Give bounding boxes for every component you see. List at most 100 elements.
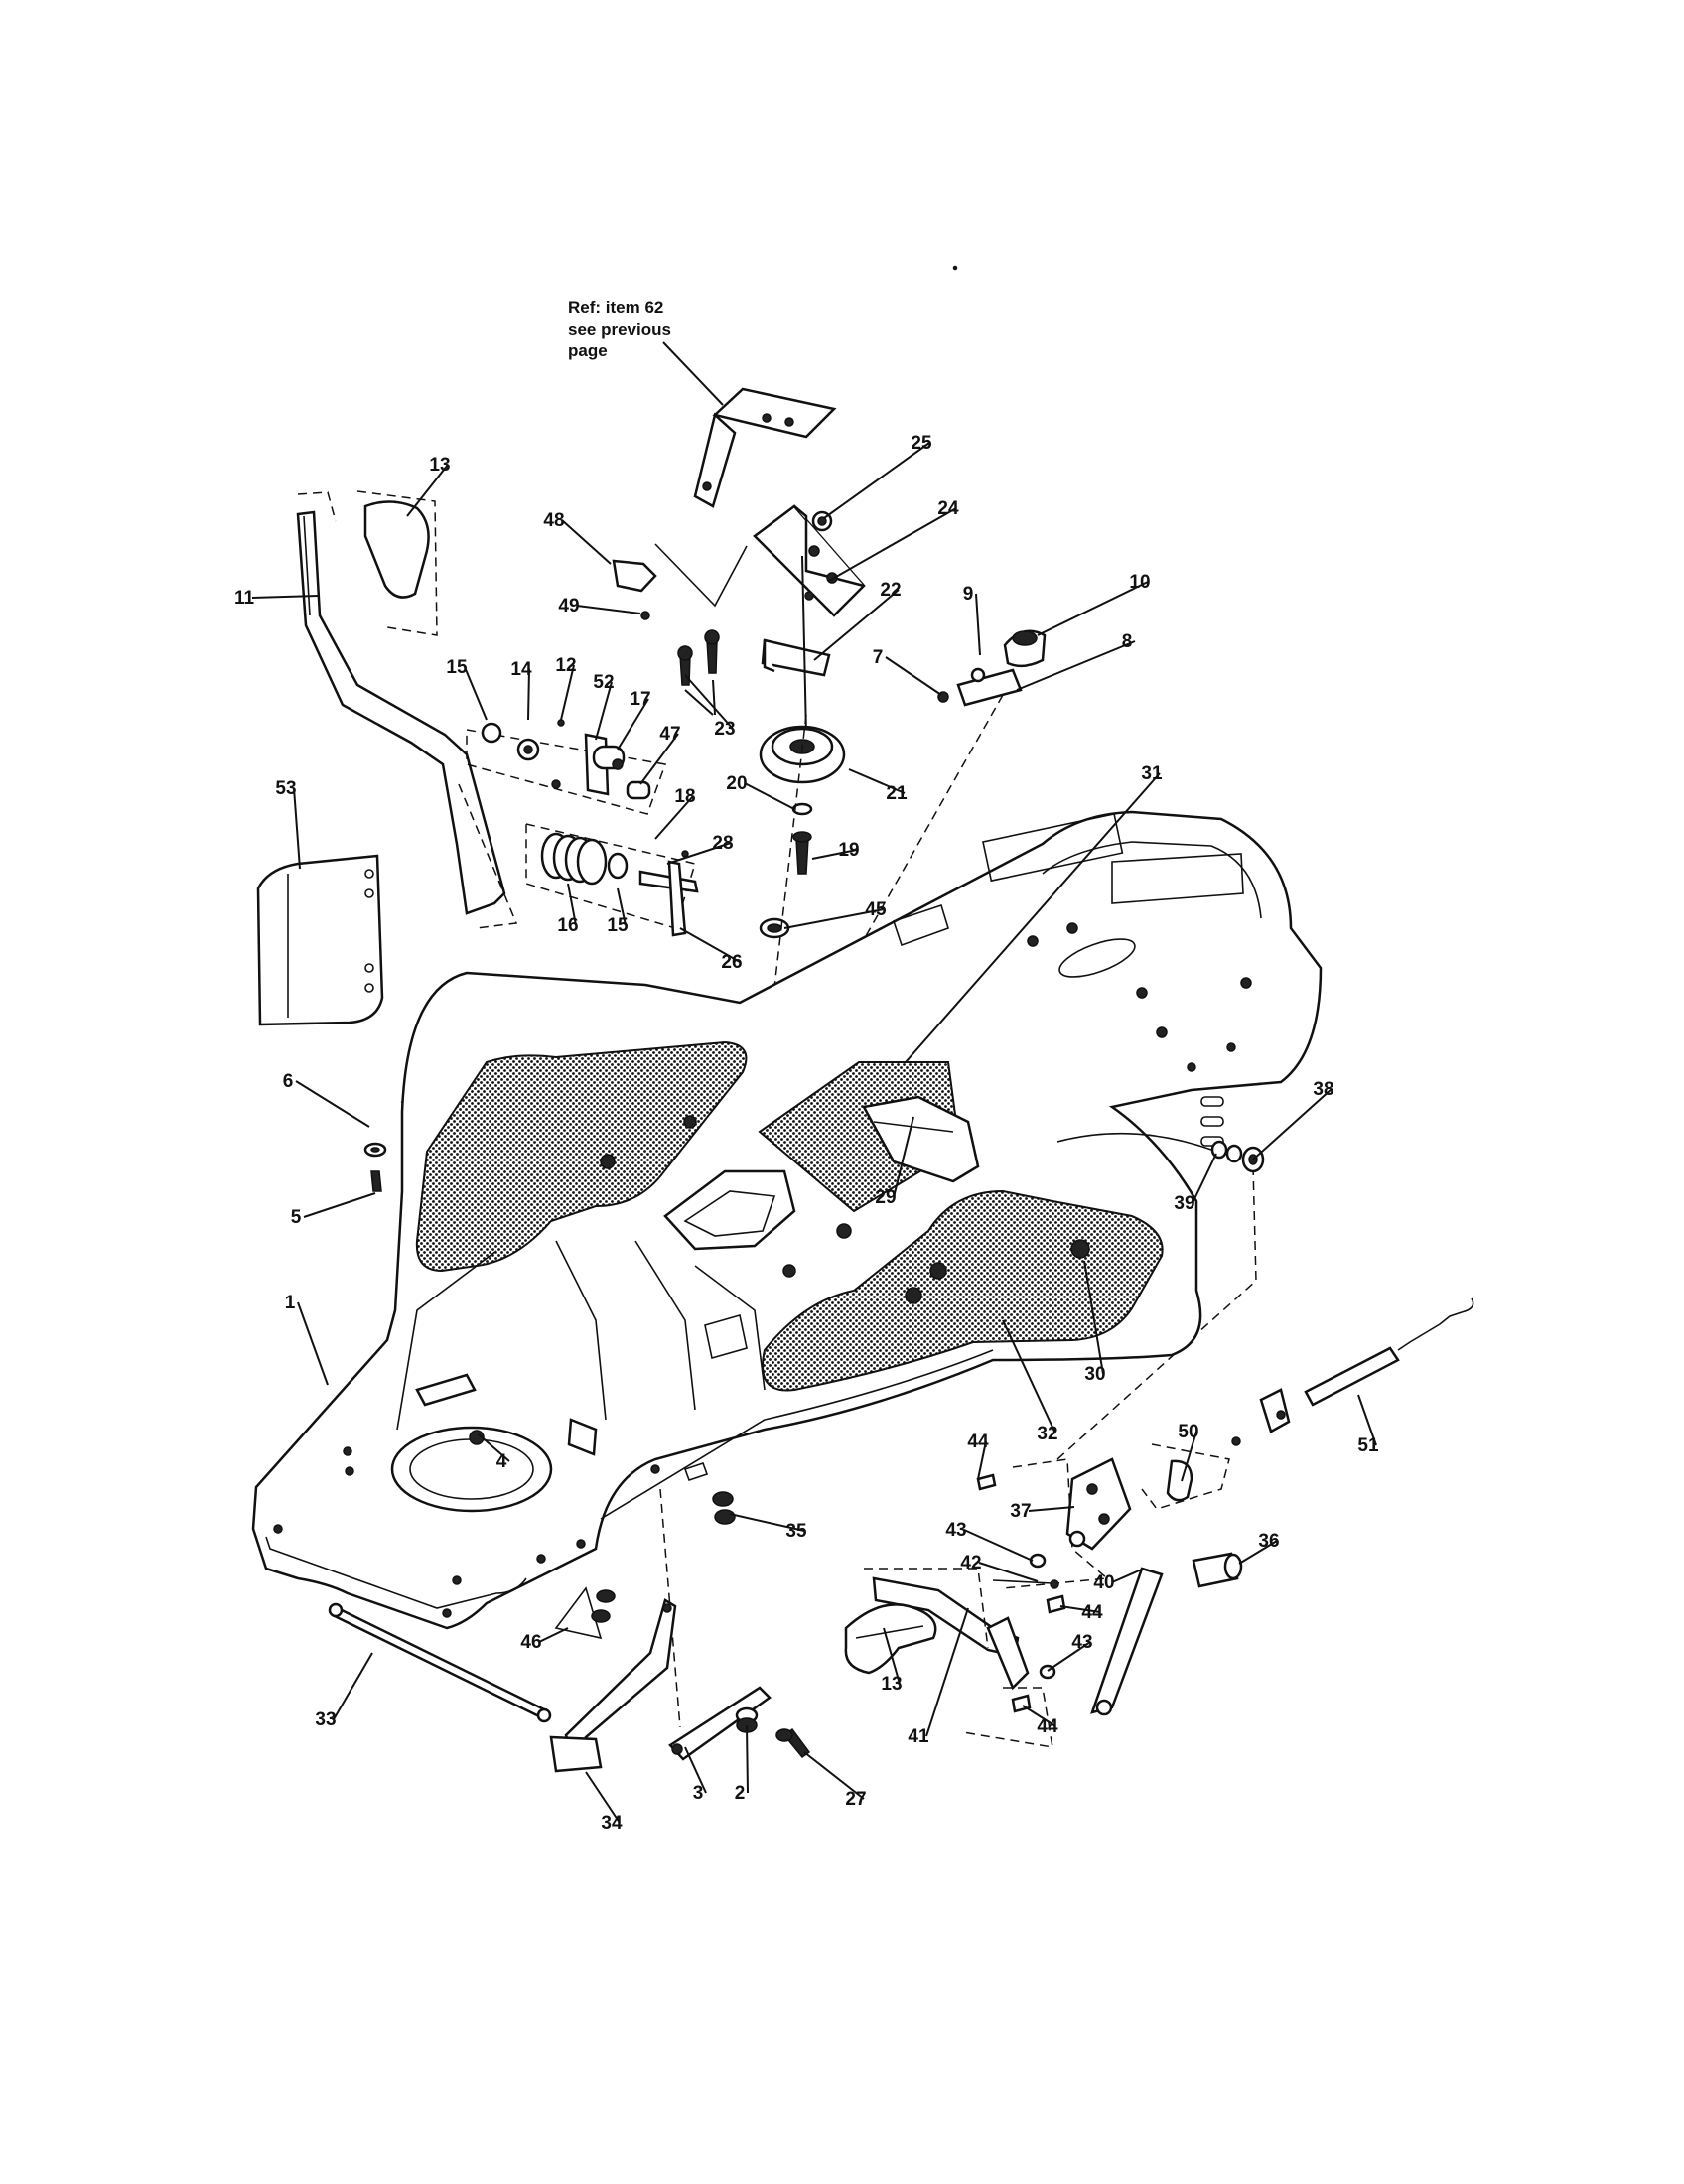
callout-number: 43 (1071, 1632, 1092, 1653)
callout-c21: 21 (848, 768, 908, 804)
callout-c23: 23 (684, 674, 736, 740)
callout-c14: 14 (510, 659, 532, 721)
callout-number: 7 (873, 647, 884, 668)
callout-number: 26 (721, 952, 742, 973)
callout-leader (803, 1751, 865, 1800)
clip-and-bolt (612, 543, 748, 620)
callout-leader (1037, 581, 1149, 636)
callout-c4: 4 (478, 1433, 510, 1472)
callout-leader (303, 1192, 376, 1218)
brake-pedal-assembly (844, 1568, 1053, 1748)
callout-number: 24 (937, 498, 959, 519)
callout-number: 21 (886, 783, 908, 804)
callout-number: 4 (496, 1451, 507, 1472)
reference-note-line3: page (568, 341, 608, 360)
callout-leader (783, 908, 885, 929)
callout-number: 15 (607, 915, 629, 936)
callout-leader (295, 1080, 370, 1128)
callout-leader (1181, 1431, 1197, 1482)
callout-number: 6 (283, 1071, 294, 1092)
callout-leader (925, 1607, 969, 1737)
callout-leader (1111, 1568, 1145, 1583)
lever-knob-upper (356, 490, 438, 636)
callout-c44c: 44 (1022, 1705, 1058, 1737)
speck (952, 265, 958, 271)
callout-leader (464, 666, 488, 721)
callout-leader (1028, 1506, 1075, 1512)
callout-leader (811, 849, 858, 860)
callout-leader (1059, 1605, 1101, 1613)
callout-leader (666, 842, 732, 865)
reference-note-leader (662, 341, 724, 406)
callout-number: 38 (1313, 1079, 1333, 1100)
callout-number: 31 (1141, 763, 1163, 784)
callout-number: 35 (785, 1521, 807, 1542)
callout-number: 3 (693, 1783, 704, 1804)
pivot-hardware (466, 719, 667, 815)
callout-leader (1238, 1540, 1278, 1565)
lower-bracket (668, 1686, 811, 1761)
callout-number: 41 (908, 1726, 929, 1747)
callout-c6: 6 (283, 1071, 370, 1128)
callout-c53: 53 (275, 778, 301, 870)
spring-assembly (525, 823, 699, 937)
callout-leader (1192, 1153, 1217, 1204)
callout-c10: 10 (1037, 572, 1151, 636)
callout-number: 37 (1010, 1501, 1031, 1522)
reference-note-line2: see previous (568, 320, 671, 339)
callout-c7: 7 (873, 647, 942, 696)
control-cable (1231, 1297, 1474, 1446)
callout-number: 10 (1129, 572, 1150, 593)
callout-c25: 25 (823, 433, 932, 519)
callout-leader (1083, 1260, 1104, 1375)
callout-leader (585, 1771, 621, 1824)
callout-c35: 35 (729, 1513, 807, 1542)
callout-number: 17 (630, 689, 650, 710)
callout-leader (823, 442, 930, 519)
callout-c30: 30 (1083, 1260, 1106, 1385)
callout-c45: 45 (783, 899, 887, 929)
callout-c40: 40 (1093, 1568, 1145, 1593)
callout-number: 48 (543, 510, 564, 531)
callout-leader (828, 507, 957, 582)
callout-number: 51 (1357, 1435, 1379, 1456)
callout-c15a: 15 (446, 657, 488, 721)
callout-leader (963, 1529, 1034, 1562)
callout-number: 20 (726, 773, 747, 794)
callout-number: 42 (960, 1553, 981, 1573)
callout-number: 25 (911, 433, 932, 454)
callout-leader (977, 1440, 987, 1480)
callout-c29: 29 (875, 1116, 914, 1208)
callout-number: 47 (659, 724, 680, 745)
callout-number: 46 (520, 1632, 541, 1653)
callout-c49: 49 (558, 596, 641, 616)
callout-number: 13 (881, 1674, 902, 1695)
callout-c50: 50 (1178, 1422, 1199, 1482)
callout-leader (560, 664, 575, 721)
callout-number: 52 (593, 672, 614, 693)
callout-leader (527, 668, 530, 721)
callout-number: 18 (674, 786, 695, 807)
callout-c28: 28 (666, 833, 734, 865)
callout-number: 11 (234, 588, 255, 609)
callout-leader (893, 1116, 914, 1198)
callout-c31: 31 (905, 763, 1163, 1063)
callout-leader (251, 595, 319, 599)
callout-number: 44 (967, 1432, 989, 1452)
screw-washer-5-6 (363, 1142, 387, 1192)
callout-leader (905, 772, 1161, 1063)
callout-leader (617, 698, 649, 751)
callout-c44b: 44 (1059, 1602, 1103, 1623)
control-link-hardware (937, 629, 1047, 707)
callout-leader (639, 733, 679, 785)
callout-c18: 18 (654, 786, 696, 840)
callout-leader (1357, 1394, 1377, 1446)
callout-leader (538, 1627, 569, 1643)
callout-c5: 5 (291, 1192, 376, 1228)
callout-leader (617, 887, 627, 926)
idler-bracket (753, 504, 866, 736)
callout-number: 8 (1122, 631, 1133, 652)
callout-c36: 36 (1238, 1531, 1280, 1565)
